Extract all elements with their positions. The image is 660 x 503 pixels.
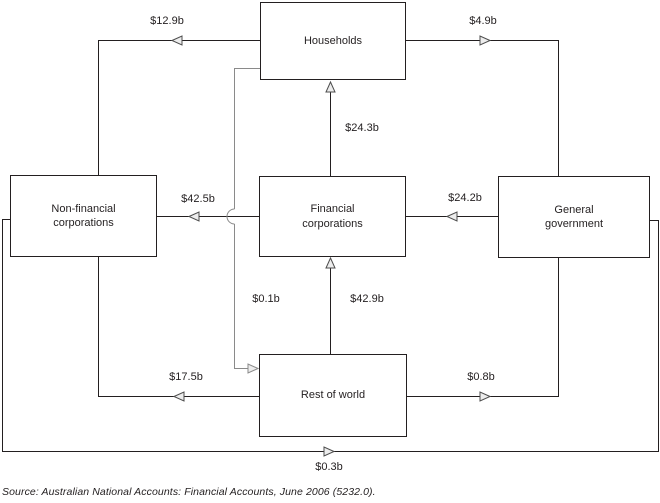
node-label: Financial (310, 203, 355, 216)
flow-label-financial-to-households: $24.3b (345, 122, 379, 134)
arrow-up-icon (325, 256, 336, 269)
flow-line-households-to-world-upper (234, 68, 260, 209)
flow-line-households-to-world-lower (234, 224, 250, 369)
flow-label-nfc-to-government: $0.3b (315, 461, 343, 473)
node-label: government (544, 218, 604, 230)
arrow-right-icon (247, 363, 260, 374)
arrow-up-icon (325, 80, 336, 93)
flow-label-world-to-nfc: $17.5b (169, 371, 203, 383)
node-financial-corporations: Financial corporations (259, 176, 406, 257)
flow-label-households-to-nfc: $12.9b (150, 15, 184, 27)
flow-label-world-to-financial: $42.9b (350, 293, 384, 305)
flow-label-world-to-government: $0.8b (467, 371, 495, 383)
flow-line-households-to-government (406, 40, 559, 176)
node-non-financial-corporations: Non-financial corporations (10, 175, 157, 257)
flow-line-households-to-nfc (98, 40, 260, 175)
line-hop-arc (226, 208, 235, 225)
flow-label-households-to-world: $0.1b (252, 293, 280, 305)
arrow-left-icon (445, 211, 458, 222)
arrow-left-icon (187, 211, 200, 222)
node-label: Households (303, 34, 363, 47)
node-general-government: General government (498, 176, 650, 258)
node-label: Non-financial (51, 202, 116, 215)
flow-label-financial-to-nfc: $42.5b (181, 193, 215, 205)
node-rest-of-world: Rest of world (259, 354, 407, 437)
node-label: Rest of world (300, 389, 366, 402)
arrow-left-icon (170, 35, 183, 46)
arrow-right-icon (479, 391, 492, 402)
flow-line-world-to-nfc (98, 257, 259, 397)
source-note: Source: Australian National Accounts: Fi… (2, 486, 376, 498)
flow-label-households-to-government: $4.9b (469, 15, 497, 27)
flow-label-government-to-financial: $24.2b (448, 192, 482, 204)
flow-line-world-to-government (407, 258, 559, 397)
arrow-left-icon (172, 391, 185, 402)
node-label: General (554, 203, 594, 216)
node-label: corporations (302, 217, 363, 230)
arrow-right-icon (323, 446, 336, 457)
node-label: corporations (53, 217, 114, 229)
arrow-right-icon (479, 35, 492, 46)
node-households: Households (260, 2, 406, 80)
